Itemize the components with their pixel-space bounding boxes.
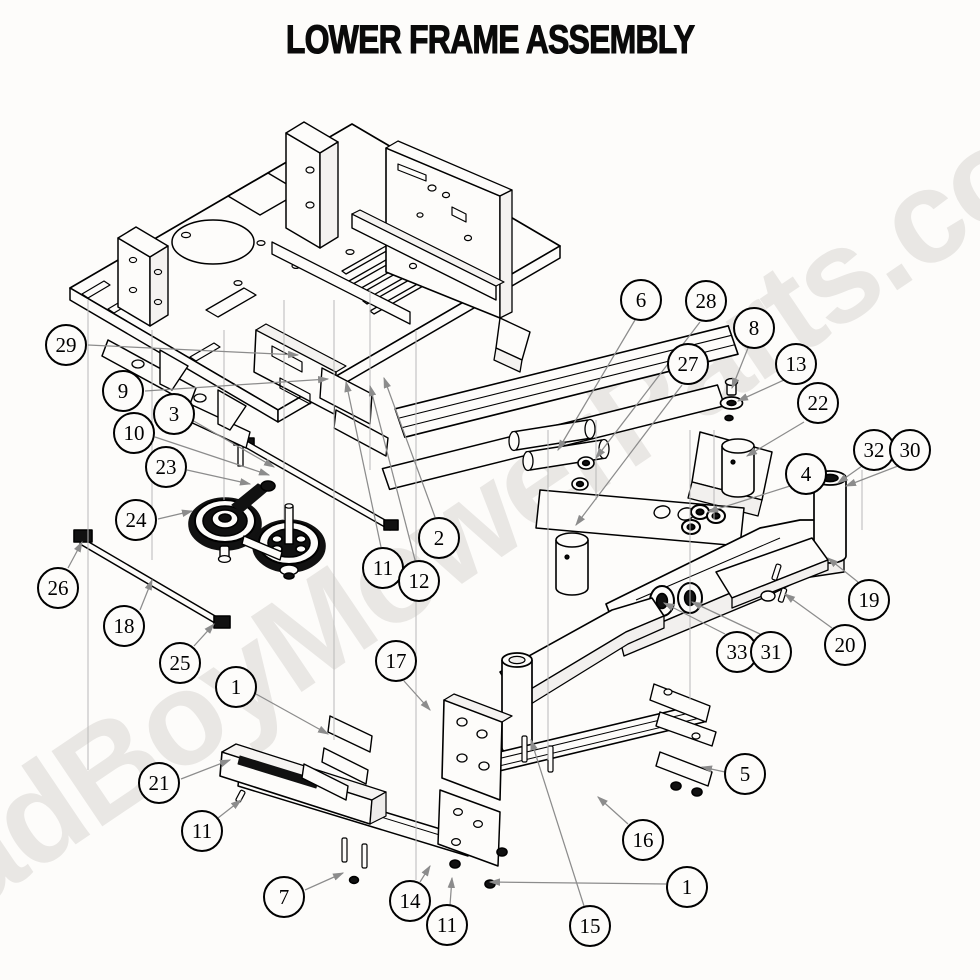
callout-bubble-6[interactable]: 6	[620, 279, 662, 321]
callout-bubble-3[interactable]: 3	[153, 393, 195, 435]
callout-bubble-24[interactable]: 24	[115, 499, 157, 541]
page-title: LOWER FRAME ASSEMBLY	[285, 17, 695, 62]
callout-bubble-25[interactable]: 25	[159, 642, 201, 684]
callout-bubble-19[interactable]: 19	[848, 579, 890, 621]
callout-bubble-15[interactable]: 15	[569, 905, 611, 947]
callout-bubble-1[interactable]: 1	[666, 866, 708, 908]
callout-bubble-5[interactable]: 5	[724, 753, 766, 795]
callout-bubble-10[interactable]: 10	[113, 412, 155, 454]
callout-bubble-22[interactable]: 22	[797, 382, 839, 424]
callout-bubble-12[interactable]: 12	[398, 560, 440, 602]
callout-bubble-27[interactable]: 27	[667, 343, 709, 385]
callout-bubble-26[interactable]: 26	[37, 567, 79, 609]
callout-bubble-9[interactable]: 9	[102, 370, 144, 412]
callout-bubble-14[interactable]: 14	[389, 880, 431, 922]
leader-lines	[67, 319, 899, 907]
callout-bubble-16[interactable]: 16	[622, 819, 664, 861]
callout-bubble-21[interactable]: 21	[138, 762, 180, 804]
callout-bubble-7[interactable]: 7	[263, 876, 305, 918]
callout-bubble-32[interactable]: 32	[853, 429, 895, 471]
callout-bubble-1[interactable]: 1	[215, 666, 257, 708]
callout-bubble-13[interactable]: 13	[775, 343, 817, 385]
callout-bubble-17[interactable]: 17	[375, 640, 417, 682]
callout-bubble-2[interactable]: 2	[418, 517, 460, 559]
callout-bubble-30[interactable]: 30	[889, 429, 931, 471]
callout-bubble-18[interactable]: 18	[103, 605, 145, 647]
callout-bubble-11[interactable]: 11	[181, 810, 223, 852]
callout-bubble-28[interactable]: 28	[685, 280, 727, 322]
callout-bubble-4[interactable]: 4	[785, 453, 827, 495]
callout-bubble-31[interactable]: 31	[750, 631, 792, 673]
callout-bubble-29[interactable]: 29	[45, 324, 87, 366]
callout-bubble-8[interactable]: 8	[733, 307, 775, 349]
frame-geometry	[69, 121, 863, 889]
callout-bubble-20[interactable]: 20	[824, 624, 866, 666]
callout-bubble-23[interactable]: 23	[145, 446, 187, 488]
callout-bubble-11[interactable]: 11	[426, 904, 468, 946]
